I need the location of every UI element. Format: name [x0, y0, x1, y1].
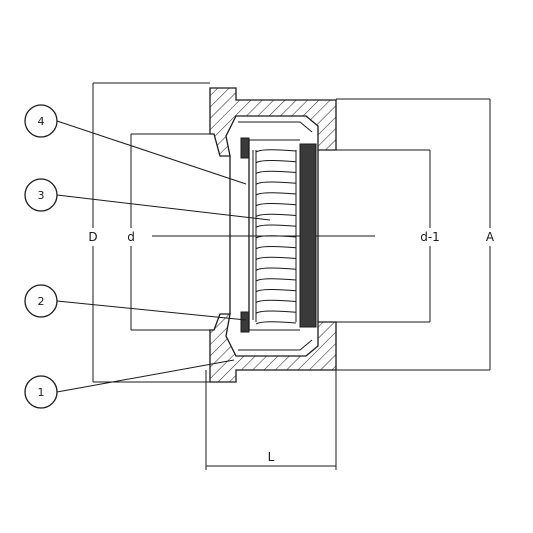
spring-coil: [255, 278, 297, 282]
dimension-label-A: A: [486, 230, 495, 244]
leader-lines: [56, 120, 271, 393]
spring-coil: [255, 160, 297, 164]
spring-coil: [255, 310, 297, 314]
spring-coil: [255, 213, 297, 217]
seal-ring-upper: [240, 137, 250, 159]
spring-coil: [255, 149, 297, 153]
spring-coil: [255, 224, 297, 228]
spring-coils: [255, 149, 297, 325]
callout-1-number: 1: [38, 386, 45, 399]
spring-coil: [255, 192, 297, 196]
spring-coil: [255, 256, 297, 260]
callout-1: 1: [24, 375, 58, 409]
spring-coil: [255, 181, 297, 185]
callout-4-number: 4: [38, 115, 45, 128]
dimension-label-D: D: [88, 230, 97, 244]
bore-outline: [229, 121, 319, 351]
callout-2-number: 2: [38, 295, 45, 308]
spring-coil: [255, 299, 297, 303]
callout-3: 3: [24, 178, 58, 212]
valve-disc: [299, 143, 317, 328]
spring-coil: [255, 170, 297, 174]
seal-ring-lower: [240, 311, 250, 333]
spring-coil: [255, 321, 297, 325]
dimension-lines: [92, 82, 491, 470]
callout-2: 2: [24, 284, 58, 318]
spring-housing: [248, 139, 300, 331]
spring-coil: [255, 203, 297, 207]
callout-3-number: 3: [38, 189, 45, 202]
callout-4: 4: [24, 104, 58, 138]
spring-coil: [255, 289, 297, 293]
dimension-label-L: L: [268, 450, 275, 464]
valve-body-section: [209, 87, 337, 383]
dimension-label-d1: d-1: [420, 230, 440, 244]
spring-coil: [255, 267, 297, 271]
spring-coil: [255, 235, 297, 239]
dimension-label-d: d: [127, 230, 135, 244]
spring-coil: [255, 246, 297, 250]
